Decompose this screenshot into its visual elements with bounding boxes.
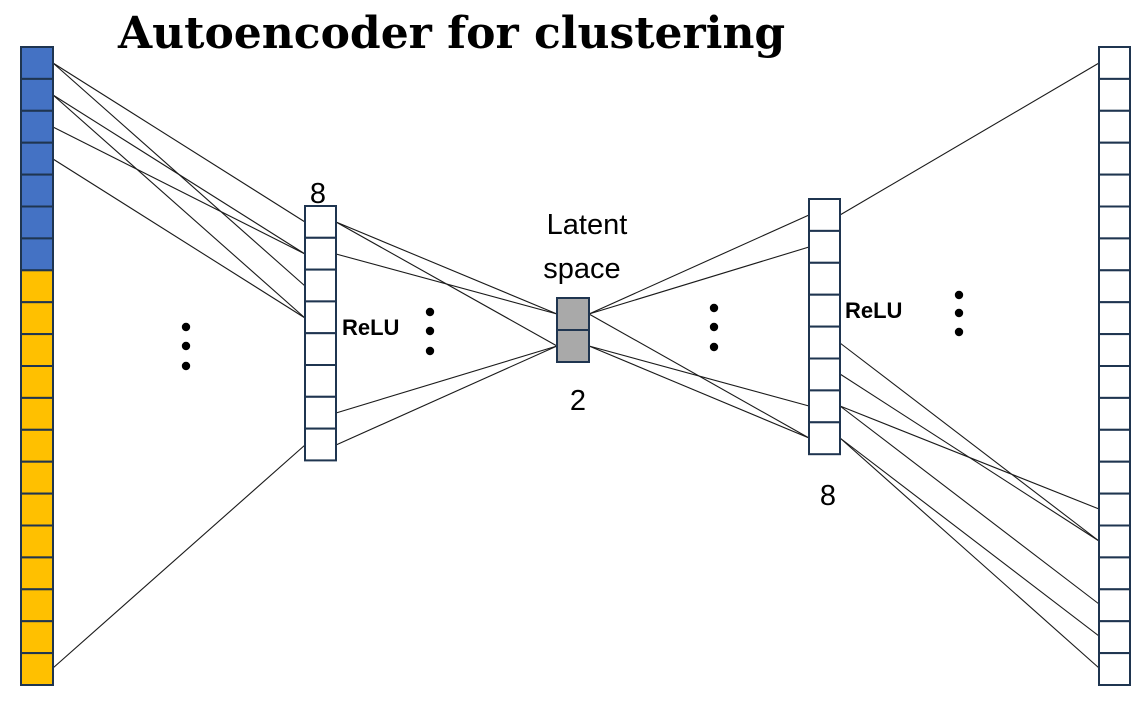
decoder-neuron-cell	[808, 198, 841, 232]
output-neuron-cell	[1098, 652, 1131, 686]
connection-line	[335, 345, 558, 414]
connection-line	[335, 221, 558, 315]
encoder-neuron-cell	[304, 300, 337, 335]
connection-line	[52, 94, 306, 255]
input-neuron-cell	[20, 620, 54, 655]
connection-line	[839, 62, 1100, 216]
output-neuron-cell	[1098, 333, 1131, 368]
input-neuron-cell	[20, 109, 54, 144]
output-neuron-cell	[1098, 556, 1131, 591]
connection-line	[52, 62, 306, 223]
decoder-neuron-cell	[808, 389, 841, 424]
input-neuron-cell	[20, 237, 54, 272]
input-neuron-cell	[20, 524, 54, 559]
output-neuron-cell	[1098, 173, 1131, 208]
input-neuron-cell	[20, 77, 54, 112]
latent-layer	[556, 297, 590, 363]
output-neuron-cell	[1098, 396, 1131, 431]
input-neuron-cell	[20, 588, 54, 623]
input-layer	[20, 46, 54, 686]
input-neuron-cell	[20, 460, 54, 495]
connection-line	[52, 158, 306, 319]
connection-line	[839, 437, 1100, 669]
connection-lines	[52, 62, 1100, 669]
encoder-neuron-cell	[304, 364, 337, 398]
output-neuron-cell	[1098, 269, 1131, 304]
output-neuron-cell	[1098, 301, 1131, 336]
input-neuron-cell	[20, 205, 54, 240]
input-neuron-cell	[20, 396, 54, 431]
connection-line	[588, 345, 810, 439]
encoder-neuron-cell	[304, 332, 337, 367]
decoder-neuron-cell	[808, 357, 841, 392]
output-neuron-cell	[1098, 428, 1131, 463]
output-neuron-cell	[1098, 237, 1131, 272]
input-neuron-cell	[20, 652, 54, 686]
encoder-neuron-cell	[304, 268, 337, 303]
encoder-hidden-layer	[304, 205, 337, 462]
decoder-activation-label: ReLU	[845, 298, 902, 323]
connection-line	[588, 214, 810, 315]
latent-neuron-cell	[556, 297, 590, 331]
connection-line	[839, 405, 1100, 605]
output-neuron-cell	[1098, 77, 1131, 112]
diagram-title: Autoencoder for clustering	[117, 8, 785, 59]
latent-label-line2: space	[543, 253, 620, 285]
connection-line	[335, 253, 558, 315]
latent-size-label: 2	[570, 385, 586, 417]
latent-label-line1: Latent	[547, 209, 628, 241]
connection-line	[839, 405, 1100, 510]
connection-line	[52, 126, 306, 255]
output-neuron-cell	[1098, 460, 1131, 495]
output-neuron-cell	[1098, 492, 1131, 527]
decoder-neuron-cell	[808, 261, 841, 296]
input-neuron-cell	[20, 492, 54, 527]
connection-line	[588, 345, 810, 407]
connection-line	[335, 345, 558, 446]
input-neuron-cell	[20, 333, 54, 368]
output-neuron-cell	[1098, 620, 1131, 655]
input-neuron-cell	[20, 556, 54, 591]
ellipsis-icon	[181, 322, 191, 371]
decoder-hidden-layer	[808, 198, 841, 456]
output-layer	[1098, 46, 1131, 686]
encoder-hidden-size-label: 8	[310, 178, 326, 210]
ellipsis-icon	[709, 303, 719, 352]
output-neuron-cell	[1098, 365, 1131, 399]
latent-neuron-cell	[556, 329, 590, 363]
decoder-hidden-size-label: 8	[820, 480, 836, 512]
ellipsis-icon	[425, 307, 435, 356]
output-neuron-cell	[1098, 46, 1131, 80]
output-neuron-cell	[1098, 109, 1131, 144]
input-neuron-cell	[20, 301, 54, 336]
decoder-neuron-cell	[808, 229, 841, 264]
encoder-neuron-cell	[304, 236, 337, 271]
decoder-neuron-cell	[808, 293, 841, 328]
decoder-neuron-cell	[808, 325, 841, 360]
connection-line	[839, 437, 1100, 637]
decoder-neuron-cell	[808, 421, 841, 456]
encoder-neuron-cell	[304, 427, 337, 462]
connection-line	[588, 246, 810, 315]
encoder-neuron-cell	[304, 205, 337, 239]
encoder-activation-label: ReLU	[342, 315, 399, 340]
input-neuron-cell	[20, 141, 54, 176]
input-neuron-cell	[20, 269, 54, 304]
output-neuron-cell	[1098, 141, 1131, 176]
output-neuron-cell	[1098, 588, 1131, 623]
output-neuron-cell	[1098, 524, 1131, 559]
output-neuron-cell	[1098, 205, 1131, 240]
input-neuron-cell	[20, 46, 54, 80]
connection-line	[839, 342, 1100, 542]
ellipsis-icon	[954, 290, 964, 337]
connection-line	[52, 444, 306, 669]
input-neuron-cell	[20, 428, 54, 463]
connection-line	[52, 94, 306, 319]
encoder-neuron-cell	[304, 395, 337, 430]
input-neuron-cell	[20, 365, 54, 399]
input-neuron-cell	[20, 173, 54, 208]
